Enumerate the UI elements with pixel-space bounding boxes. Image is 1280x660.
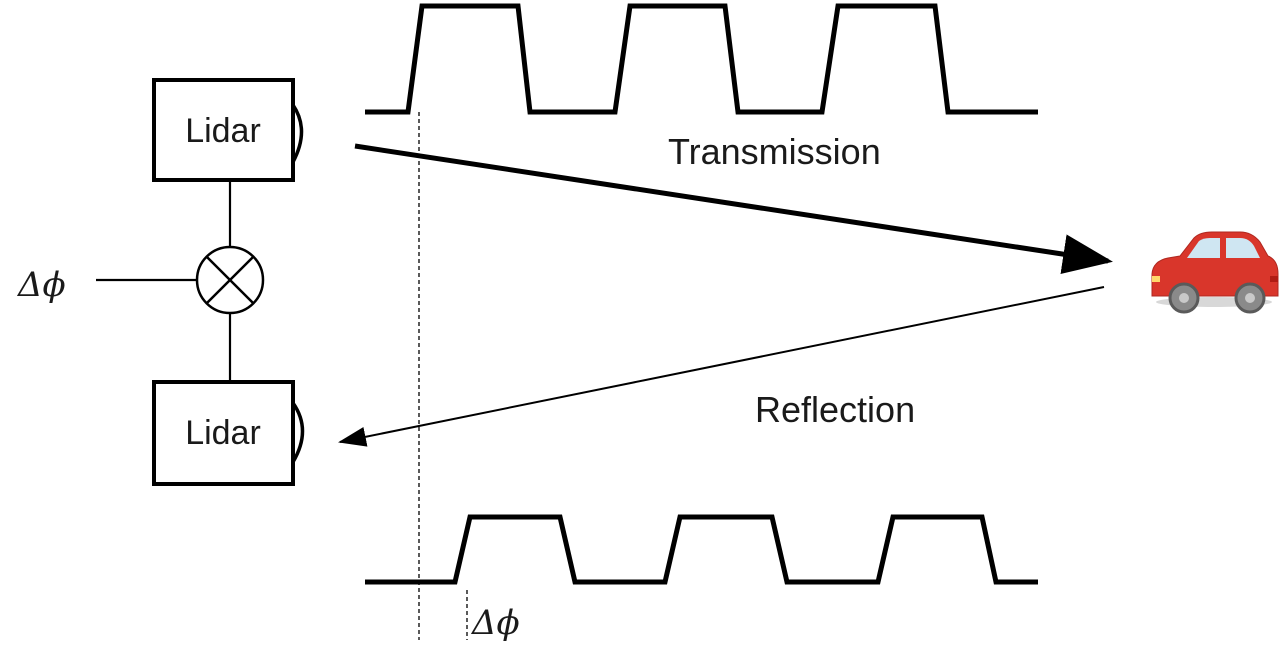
transmitted-waveform — [365, 3, 1038, 115]
mixer-input-label: Δϕ — [16, 265, 66, 305]
transmission-label: Transmission — [668, 131, 881, 172]
lidar-top-lens — [291, 104, 304, 163]
car-window-front — [1187, 238, 1220, 258]
reflected-waveform — [365, 514, 1038, 585]
lidar-bottom-label: Lidar — [185, 414, 261, 452]
lidar-bottom-box — [152, 380, 295, 486]
lidar-top-box — [152, 78, 295, 182]
reflection-arrow — [338, 286, 1105, 447]
phase-shift-label: Δϕ — [470, 603, 520, 643]
lidar-top: Lidar — [152, 78, 304, 182]
reflection-label: Reflection — [755, 389, 915, 430]
lidar-bottom-lens — [291, 401, 305, 463]
car-window-rear — [1226, 238, 1260, 258]
transmission-arrow — [354, 143, 1113, 274]
lidar-bottom: Lidar — [152, 380, 305, 486]
lidar-top-label: Lidar — [185, 112, 261, 150]
mixer-icon — [195, 245, 265, 315]
car-icon — [1151, 231, 1279, 314]
